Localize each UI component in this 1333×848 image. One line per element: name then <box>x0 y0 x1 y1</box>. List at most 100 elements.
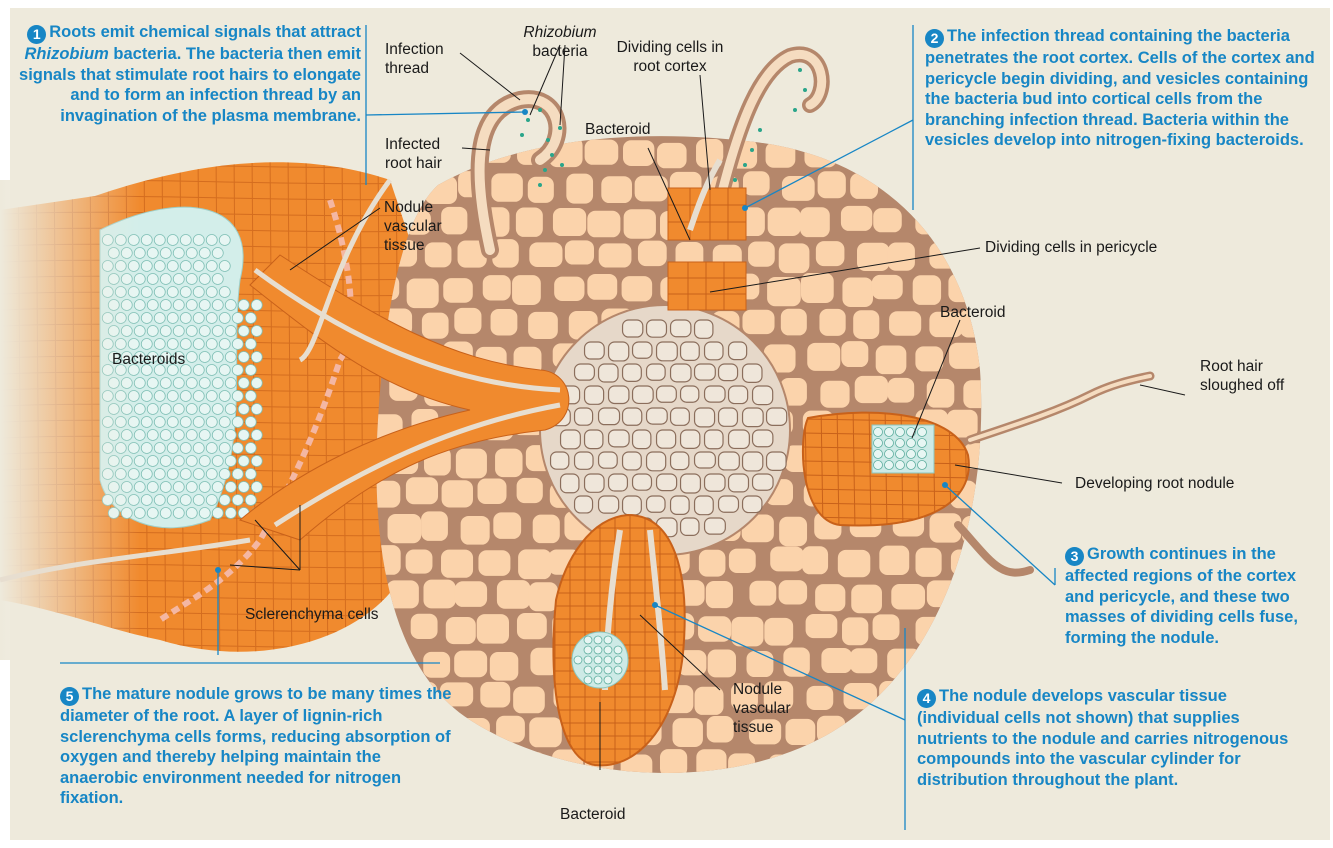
bacteroid-cell <box>173 326 184 337</box>
bacteroid-cell <box>173 248 184 259</box>
bacteroid-cell <box>245 313 256 324</box>
bacteroid-cell <box>160 378 171 389</box>
bacteroid-cell <box>206 261 217 272</box>
cortex-cell <box>850 648 877 673</box>
bacteroid-cell <box>251 326 262 337</box>
cortex-cell <box>951 550 978 575</box>
bacteroid-cell <box>594 666 602 674</box>
bacteroid-cell <box>199 430 210 441</box>
step-5-text: The mature nodule grows to be many times… <box>60 685 451 807</box>
cortex-cell <box>873 208 902 232</box>
cortex-cell <box>872 275 903 299</box>
bacteroid-cell <box>251 300 262 311</box>
bacteroid-cell <box>167 261 178 272</box>
stele-cell <box>623 496 642 515</box>
label-nodule-vascular-tissue-bottom: Nodule vascular tissue <box>733 680 805 737</box>
bacteroid-cell <box>186 482 197 493</box>
bacteroid-cell <box>232 469 243 480</box>
stele-cell <box>657 474 677 491</box>
cortex-cell <box>769 755 796 783</box>
bacteroid-cell <box>251 456 262 467</box>
bacteroid-cell <box>167 417 178 428</box>
cortex-cell <box>820 381 849 408</box>
cortex-cell <box>672 718 702 747</box>
cortex-cell <box>1000 788 1026 814</box>
cortex-cell <box>945 209 973 237</box>
cortex-cell <box>587 211 620 237</box>
cortex-cell <box>446 617 476 644</box>
bacteroid-cell <box>167 495 178 506</box>
cortex-cell <box>601 176 632 203</box>
stele-cell <box>729 430 750 448</box>
rhizobium-bacterium <box>560 163 564 167</box>
bacteroid-cell <box>232 365 243 376</box>
cortex-cell <box>483 275 511 300</box>
bacteroid-cell <box>896 461 905 470</box>
bacteroid-cell <box>238 482 249 493</box>
stele-cell <box>681 342 700 360</box>
stele-cell <box>671 496 690 514</box>
bacteroid-cell <box>885 450 894 459</box>
bacteroid-cell <box>160 248 171 259</box>
cortex-cell <box>742 310 774 334</box>
cortex-cell <box>1001 448 1028 474</box>
step-4-number: 4 <box>917 689 936 708</box>
rhizobium-bacterium <box>550 153 554 157</box>
cortex-cell <box>495 449 522 478</box>
bacteroid-cell <box>885 439 894 448</box>
stele-cell <box>705 474 725 491</box>
stele-cell <box>719 452 740 470</box>
bacteroid-cell <box>614 666 622 674</box>
bacteroid-cell <box>238 352 249 363</box>
bacteroid-cell <box>193 287 204 298</box>
bacteroid-cell <box>180 235 191 246</box>
bacteroid-cell <box>584 656 592 664</box>
cortex-cell <box>529 582 558 611</box>
bacteroid-cell <box>160 326 171 337</box>
cortex-cell <box>423 580 455 609</box>
cortex-cell <box>533 785 559 809</box>
bacteroid-cell <box>225 456 236 467</box>
bacteroid-cell <box>594 636 602 644</box>
cortex-cell <box>961 173 987 202</box>
bacteroid-cell <box>232 417 243 428</box>
stele-cell <box>575 452 593 469</box>
bacteroid-cell <box>245 339 256 350</box>
cortex-cell <box>805 750 832 778</box>
bacteroid-cell <box>219 417 230 428</box>
bacteroid-cell <box>173 300 184 311</box>
cortex-cell <box>699 550 726 577</box>
cortex-cell <box>461 516 490 545</box>
bacteroid-cell <box>212 326 223 337</box>
bacteroid-cell <box>584 676 592 684</box>
bacteroid-cell <box>907 439 916 448</box>
step-5-number: 5 <box>60 687 79 706</box>
label-infection-thread: Infection thread <box>385 40 470 78</box>
label-developing-root-nodule: Developing root nodule <box>1075 474 1295 493</box>
cortex-cell <box>695 687 724 715</box>
bacteroid-cell <box>186 300 197 311</box>
stele-cell <box>647 320 667 337</box>
cortex-cell <box>517 613 547 639</box>
stele-cell <box>657 386 677 402</box>
bacteroid-cell <box>147 404 158 415</box>
bacteroid-cell <box>186 508 197 519</box>
cortex-cell <box>915 346 943 371</box>
cortex-cell <box>785 788 815 815</box>
bacteroid-cell <box>225 482 236 493</box>
cortex-cell <box>477 614 509 644</box>
bacteroid-cell <box>147 274 158 285</box>
bacteroid-cell <box>147 248 158 259</box>
bacteroid-cell <box>251 404 262 415</box>
stele-cell <box>647 496 665 512</box>
label-rhizobium-bacteria-word: bacteria <box>532 43 587 60</box>
cortex-cell <box>491 173 522 201</box>
cortex-cell <box>959 788 985 815</box>
cortex-cell <box>480 682 510 708</box>
cortex-cell <box>927 580 961 607</box>
cortex-cell <box>441 550 473 578</box>
bacteroid-cell <box>154 469 165 480</box>
stele-cell <box>729 342 747 360</box>
bacteroid-cell <box>173 482 184 493</box>
bacteroid-cell <box>219 469 230 480</box>
